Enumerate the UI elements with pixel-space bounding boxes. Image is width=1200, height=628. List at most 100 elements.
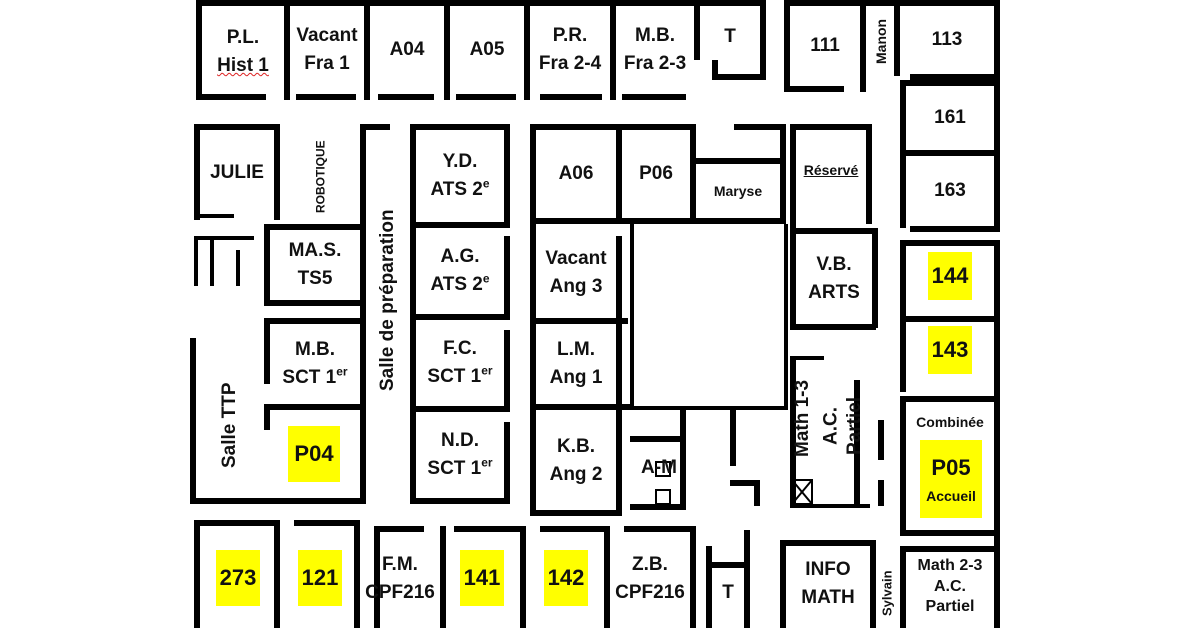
room-label: 144: [927, 252, 973, 300]
room-ac-partiel-1: A.C. Partiel: [818, 376, 868, 476]
room-julie: JULIE: [200, 130, 274, 216]
room-maryse: Maryse: [696, 164, 780, 218]
room-label: Fra 1: [304, 53, 350, 74]
room-sylvain: Sylvain: [876, 560, 900, 626]
room-mas-ts5: MA.S. TS5: [270, 230, 360, 300]
room-label: 142: [543, 550, 589, 606]
room-label: Maryse: [713, 182, 763, 199]
room-label: Fra 2-3: [623, 53, 687, 74]
room-label: ROBOTIQUE: [313, 140, 328, 214]
room-vacant-ang3: Vacant Ang 3: [536, 228, 616, 318]
room-label: P.L.: [226, 27, 260, 49]
room-label: CPF216: [365, 582, 435, 603]
room-label: Réservé: [803, 161, 859, 178]
room-143: 143: [926, 326, 974, 374]
room-label: P05: [931, 455, 971, 481]
room-pr-fra24: P.R. Fra 2-4: [530, 6, 610, 94]
room-combinee: Combinée: [906, 406, 994, 438]
room-label: MATH: [801, 587, 855, 608]
room-label: F.M.: [382, 554, 418, 576]
room-fc-sct1: F.C. SCT 1er: [416, 320, 504, 406]
room-label: MA.S.: [288, 240, 342, 262]
room-label-sup: er: [481, 363, 493, 378]
room-a05: A05: [450, 6, 524, 94]
room-label: Partiel: [925, 598, 975, 616]
room-label: 163: [934, 180, 966, 202]
room-mb-sct1: M.B. SCT 1er: [270, 324, 360, 404]
room-label: A.G.: [440, 246, 480, 268]
room-label: CPF216: [615, 582, 685, 603]
room-label: 111: [810, 35, 840, 57]
room-label: M.B.: [294, 339, 336, 361]
room-273: 273: [212, 550, 264, 606]
room-label-sup: e: [482, 176, 490, 191]
room-p04: P04: [288, 426, 340, 482]
room-label: Manon: [872, 18, 889, 64]
room-label: SCT 1: [282, 367, 337, 388]
room-label: A05: [469, 39, 505, 61]
room-toilet-bottom: T: [712, 570, 744, 616]
room-111: 111: [790, 6, 860, 86]
room-161: 161: [906, 86, 994, 150]
room-label: 113: [931, 29, 963, 51]
room-142: 142: [540, 550, 592, 606]
room-info-math: INFO MATH: [786, 546, 870, 622]
room-label: Partiel: [844, 396, 865, 456]
room-label: 161: [934, 107, 966, 129]
room-zb-cpf216: Z.B. CPF216: [610, 534, 690, 624]
room-label: M.B.: [634, 25, 676, 47]
room-label: 121: [297, 550, 343, 606]
room-label: Math 2-3: [917, 556, 983, 574]
room-label: 273: [215, 550, 261, 606]
room-a04: A04: [370, 6, 444, 94]
room-manon: Manon: [868, 6, 894, 76]
room-144: 144: [926, 252, 974, 300]
room-p05-accueil: P05 Accueil: [920, 440, 982, 518]
room-a06: A06: [536, 130, 616, 218]
room-label: T: [724, 26, 736, 48]
room-lm-ang1: L.M. Ang 1: [536, 324, 616, 404]
room-label: INFO: [805, 559, 851, 581]
room-kb-ang2: K.B. Ang 2: [536, 414, 616, 508]
room-label: SCT 1: [427, 366, 482, 387]
room-label: P06: [639, 163, 673, 185]
room-toilet-top: T: [700, 6, 760, 68]
room-label: JULIE: [210, 162, 264, 184]
room-label: A-M: [641, 457, 677, 479]
room-fm-cpf216: F.M. CPF216: [360, 534, 440, 624]
room-salle-ttp: Salle TTP: [210, 360, 250, 490]
room-163: 163: [906, 156, 994, 226]
room-label: A04: [389, 39, 425, 61]
room-label: Ang 1: [549, 367, 603, 388]
room-label: ATS 2: [430, 274, 483, 295]
room-label: N.D.: [441, 430, 479, 452]
room-label: Fra 2-4: [538, 53, 602, 74]
room-121: 121: [294, 550, 346, 606]
room-label: TS5: [297, 268, 333, 289]
room-p06: P06: [622, 130, 690, 218]
room-vacant-fra1: Vacant Fra 1: [290, 6, 364, 94]
room-reserve: Réservé: [796, 130, 866, 210]
room-label: Sylvain: [879, 570, 895, 616]
room-pl-hist1: P.L. Hist 1: [202, 10, 284, 94]
room-label: ARTS: [808, 282, 860, 303]
room-label: K.B.: [557, 436, 595, 458]
room-nd-sct1: N.D. SCT 1er: [416, 412, 504, 498]
room-label: F.C.: [443, 338, 477, 360]
room-label: Ang 2: [549, 464, 603, 485]
room-math13: Math 1-3: [790, 362, 816, 474]
room-141: 141: [456, 550, 508, 606]
room-label-sup: er: [481, 455, 493, 470]
room-label: Z.B.: [632, 554, 668, 576]
room-label: 141: [459, 550, 505, 606]
room-label: V.B.: [816, 254, 852, 276]
room-label: Accueil: [926, 488, 976, 505]
room-a-m: A-M: [636, 444, 682, 492]
room-label: Salle de préparation: [377, 209, 399, 391]
room-label: ATS 2: [430, 179, 483, 200]
room-robotique: ROBOTIQUE: [306, 130, 336, 224]
room-label: SCT 1: [427, 458, 482, 479]
room-label: Combinée: [916, 413, 984, 430]
room-label: Y.D.: [442, 151, 478, 173]
